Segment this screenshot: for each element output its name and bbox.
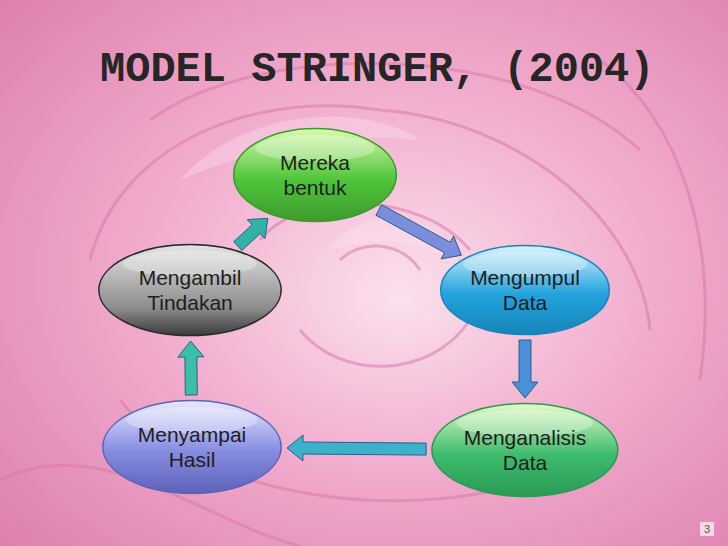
- ellipse-outline: [97, 243, 283, 337]
- node-label: Mengambil Tindakan: [139, 265, 242, 315]
- ellipse-outline: [232, 127, 398, 223]
- block-arrow: [178, 341, 204, 395]
- process-ellipse: Mengumpul Data: [439, 244, 611, 336]
- process-ellipse: Mereka bentuk: [232, 127, 398, 223]
- ellipse-outline: [430, 402, 620, 498]
- block-arrow: [376, 205, 462, 259]
- block-arrow: [234, 218, 268, 250]
- node-label: Menganalisis Data: [464, 425, 587, 475]
- process-ellipse: Mengambil Tindakan: [97, 243, 283, 337]
- process-ellipse: Menganalisis Data: [430, 402, 620, 498]
- node-label: Mereka bentuk: [280, 150, 350, 200]
- node-label: Menyampai Hasil: [138, 422, 247, 472]
- ellipse-outline: [101, 399, 283, 495]
- node-label: Mengumpul Data: [470, 265, 580, 315]
- diagram-title: MODEL STRINGER, (2004): [100, 46, 655, 94]
- ellipse-outline: [439, 244, 611, 336]
- page-number: 3: [700, 522, 714, 536]
- block-arrow: [287, 435, 426, 461]
- block-arrow: [512, 340, 538, 398]
- process-ellipse: Menyampai Hasil: [101, 399, 283, 495]
